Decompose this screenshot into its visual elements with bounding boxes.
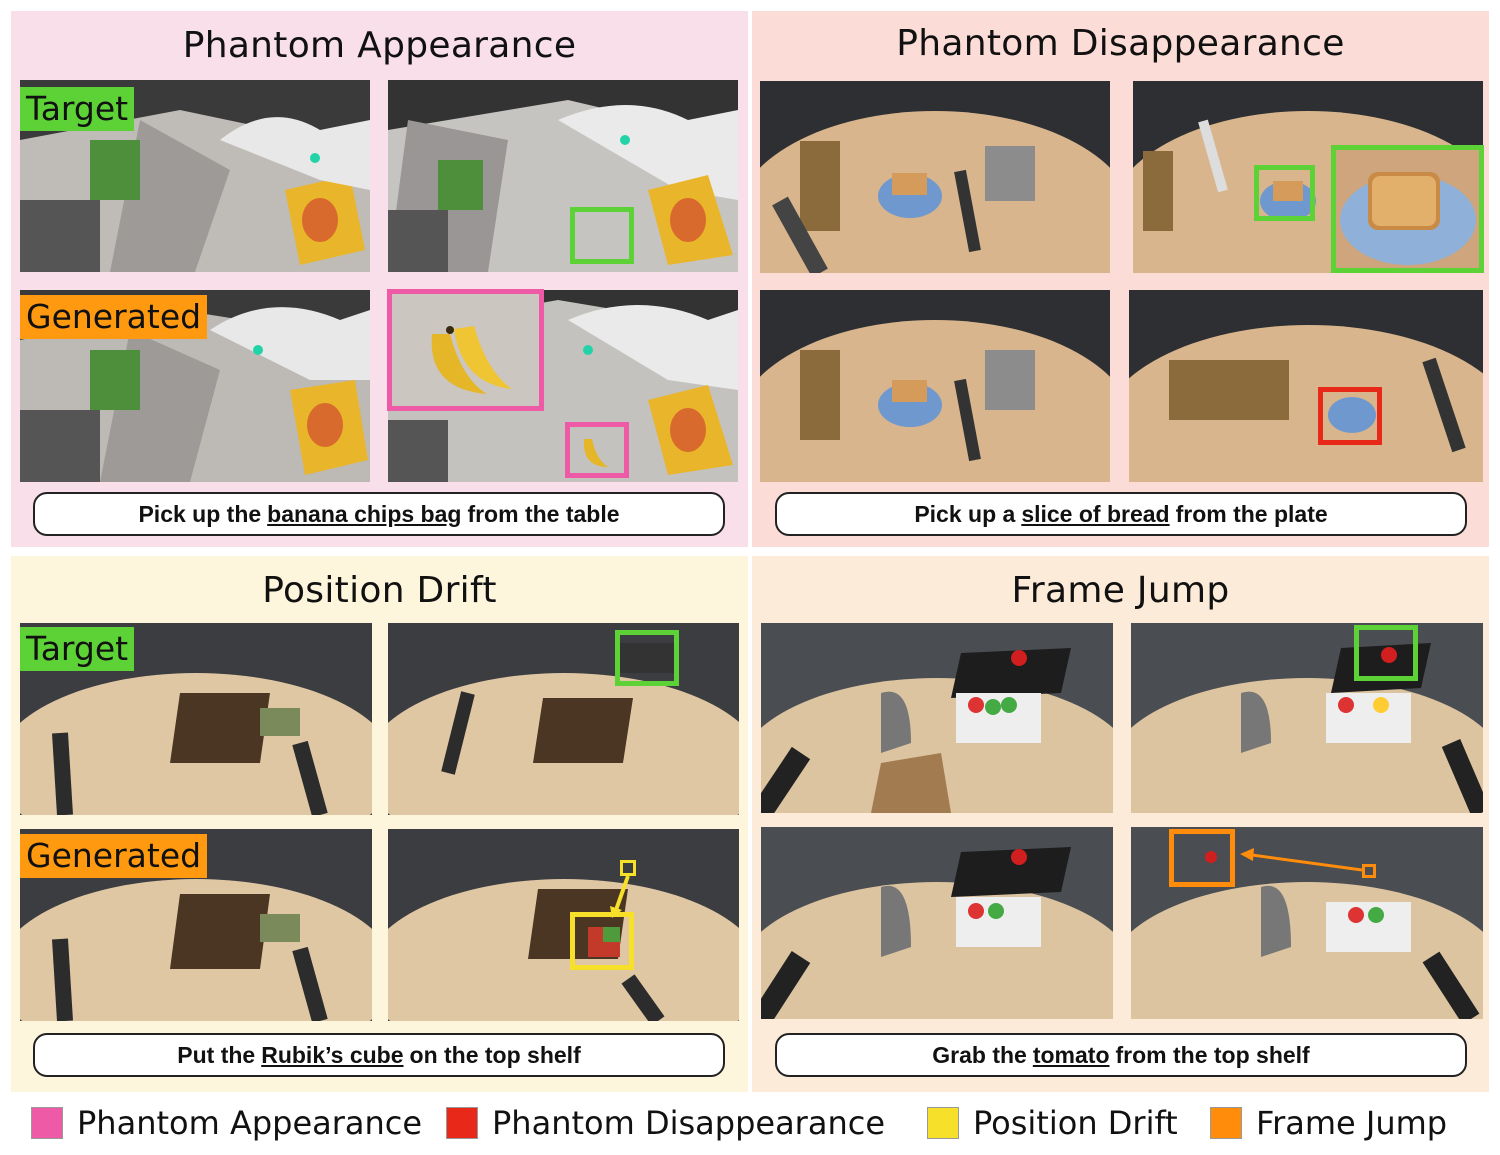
target-region-box: [615, 630, 679, 686]
panel-title: Position Drift: [262, 570, 497, 611]
target-frame-2: [388, 623, 739, 815]
target-frame-1: [20, 80, 370, 272]
target-region-box: [570, 207, 634, 264]
panel-title: Frame Jump: [1011, 570, 1230, 611]
appearance-box: [565, 422, 629, 478]
caption-object: banana chips bag: [267, 500, 462, 527]
bread-inset: [1331, 145, 1484, 273]
legend-item-frame-jump: Frame Jump: [1210, 1103, 1447, 1143]
caption-pre: Put the: [177, 1041, 256, 1068]
jump-arrow: [1240, 848, 1363, 872]
jump-box: [1169, 829, 1235, 887]
task-caption: Pick up the banana chips bag from the ta…: [33, 492, 725, 536]
target-frame-1: [760, 81, 1110, 273]
caption-post: from the plate: [1175, 500, 1328, 527]
caption-post: from the table: [467, 500, 620, 527]
legend-swatch: [446, 1107, 478, 1139]
banana-inset: [387, 289, 544, 411]
legend-swatch: [31, 1107, 63, 1139]
caption-pre: Pick up a: [914, 500, 1016, 527]
generated-frame-2: [388, 829, 739, 1021]
task-caption: Grab the tomato from the top shelf: [775, 1033, 1467, 1077]
target-label: Target: [20, 87, 135, 131]
legend-swatch: [1210, 1107, 1242, 1139]
generated-frame-1: [761, 827, 1113, 1019]
legend-item-phantom-appearance: Phantom Appearance: [31, 1103, 422, 1143]
target-label: Target: [20, 627, 135, 671]
drift-origin-box: [620, 860, 636, 876]
target-region-box: [1354, 625, 1418, 681]
caption-pre: Pick up the: [138, 500, 262, 527]
task-caption: Put the Rubik’s cube on the top shelf: [33, 1033, 725, 1077]
generated-frame-1: [760, 290, 1110, 482]
caption-post: on the top shelf: [409, 1041, 581, 1068]
caption-object: slice of bread: [1021, 500, 1170, 527]
generated-label: Generated: [20, 295, 208, 339]
jump-origin-box: [1362, 864, 1376, 878]
legend-item-position-drift: Position Drift: [927, 1103, 1178, 1143]
target-frame-2: [1131, 623, 1483, 813]
legend-label: Position Drift: [973, 1104, 1178, 1142]
target-frame-2: [388, 80, 738, 272]
legend-label: Frame Jump: [1256, 1104, 1448, 1142]
panel-title: Phantom Disappearance: [896, 23, 1345, 64]
caption-pre: Grab the: [932, 1041, 1027, 1068]
legend-item-phantom-disappearance: Phantom Disappearance: [446, 1103, 885, 1143]
legend-label: Phantom Disappearance: [492, 1104, 885, 1142]
legend-swatch: [927, 1107, 959, 1139]
caption-post: from the top shelf: [1115, 1041, 1310, 1068]
target-region-box: [1254, 165, 1315, 221]
legend-label: Phantom Appearance: [77, 1104, 423, 1142]
task-caption: Pick up a slice of bread from the plate: [775, 492, 1467, 536]
caption-object: tomato: [1032, 1041, 1110, 1068]
target-frame-1: [761, 623, 1113, 813]
drift-box: [570, 912, 634, 970]
generated-frame-2: [1131, 827, 1483, 1019]
generated-label: Generated: [20, 834, 208, 878]
disappearance-box: [1318, 387, 1382, 445]
generated-frame-2: [1129, 290, 1483, 482]
panel-title: Phantom Appearance: [182, 25, 577, 66]
caption-object: Rubik’s cube: [261, 1041, 404, 1068]
